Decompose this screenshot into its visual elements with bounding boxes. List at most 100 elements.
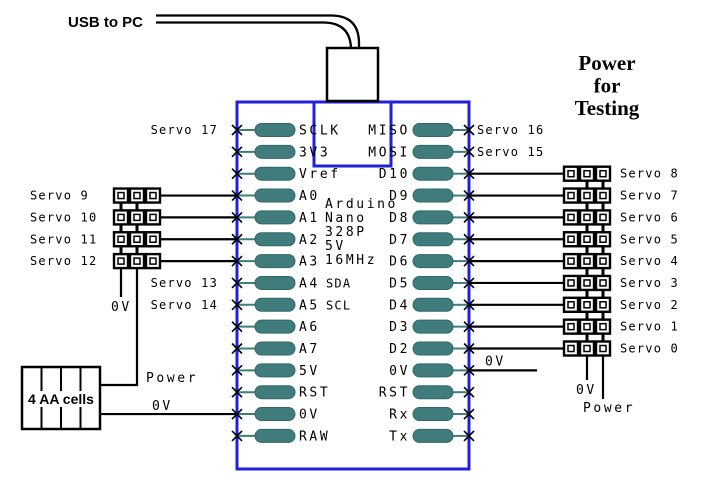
header-pad-hole — [149, 213, 157, 222]
pin-right-d4-label: D4 — [389, 298, 410, 313]
header-pad-hole — [583, 257, 591, 265]
connection-x-mark — [231, 168, 243, 180]
header-pad-hole — [117, 235, 125, 243]
pin-right-rst-label: RST — [379, 386, 410, 401]
pin-pad — [412, 188, 454, 203]
pin-pad — [254, 385, 296, 400]
left-header-power-rail — [100, 268, 139, 387]
pin-pad — [254, 232, 296, 247]
connection-x-mark — [231, 386, 243, 398]
connection-x-mark — [463, 168, 475, 180]
header-pad-hole — [599, 301, 607, 309]
connection-x-mark — [463, 386, 475, 398]
pin-left-5v-label: 5V — [299, 364, 320, 379]
pin-pad — [254, 166, 296, 181]
pin-pad — [412, 210, 454, 225]
header-pad-hole — [117, 213, 125, 222]
pin-pad — [254, 123, 296, 137]
header-pad-hole — [583, 169, 591, 178]
connection-x-mark — [231, 211, 243, 223]
pin-pad — [254, 428, 296, 443]
board-name-text: 5V — [325, 239, 346, 254]
servo-label-right: Servo 16 — [477, 123, 544, 137]
power-for-testing-heading-line: Power — [578, 51, 635, 75]
pin-a5-sub-label: SCL — [326, 298, 351, 312]
pin-left-a4-label: A4 — [299, 276, 320, 291]
header-pad-hole — [567, 257, 575, 265]
header-pad-hole — [599, 279, 607, 287]
connection-x-mark — [463, 299, 475, 311]
usb-cable-line — [156, 21, 353, 51]
pin-pad — [254, 254, 296, 269]
connection-x-mark — [231, 189, 243, 202]
pin-pad — [254, 297, 296, 312]
pin-left-3v3-label: 3V3 — [299, 145, 330, 160]
header-pad-hole — [583, 301, 591, 309]
header-pad-hole — [567, 191, 575, 200]
header-pad-hole — [149, 191, 157, 200]
right-zero-v-stub-label: 0V — [485, 354, 506, 369]
connection-x-mark — [463, 408, 475, 420]
pin-left-a5-label: A5 — [299, 298, 320, 313]
right-header-power-label: Power — [583, 401, 635, 416]
servo-label-left: Servo 14 — [151, 298, 218, 312]
connection-x-mark — [463, 321, 475, 333]
pin-left-a2-label: A2 — [299, 233, 320, 248]
pin-left-a6-label: A6 — [299, 320, 320, 335]
servo-label-right: Servo 0 — [620, 342, 679, 356]
connection-x-mark — [463, 189, 475, 202]
servo-label-right: Servo 5 — [620, 232, 679, 246]
header-pad-hole — [567, 235, 575, 243]
servo-label-left: Servo 11 — [30, 232, 97, 246]
pin-right-d9-label: D9 — [389, 189, 410, 204]
pin-right-d6-label: D6 — [389, 255, 410, 270]
battery-ground-label: 0V — [152, 399, 173, 414]
pin-left-rst-label: RST — [299, 386, 330, 401]
header-pad-hole — [567, 279, 575, 287]
pin-pad — [412, 297, 454, 312]
pin-pad — [412, 166, 454, 181]
header-pad-hole — [599, 169, 607, 178]
servo-label-left: Servo 13 — [151, 276, 218, 290]
pin-right-miso-label: MISO — [368, 124, 410, 139]
connection-x-mark — [231, 321, 243, 333]
pin-left-vref-label: Vref — [299, 167, 341, 182]
battery-label: 4 AA cells — [28, 391, 94, 407]
header-pad-hole — [567, 301, 575, 309]
connection-x-mark — [231, 408, 243, 420]
header-pad-hole — [599, 257, 607, 265]
pin-right-d7-label: D7 — [389, 233, 410, 248]
header-pad-hole — [133, 257, 141, 265]
header-pad-hole — [583, 322, 591, 331]
pin-left-a3-label: A3 — [299, 255, 320, 270]
connection-x-mark — [231, 124, 243, 136]
board-name-text: 16MHz — [325, 253, 377, 268]
right-header-ground-label: 0V — [576, 383, 597, 398]
servo-label-right: Servo 7 — [620, 189, 679, 203]
header-pad-hole — [567, 169, 575, 178]
pin-right-0v-label: 0V — [389, 364, 410, 379]
servo-label-right: Servo 6 — [620, 210, 679, 224]
header-pad-hole — [133, 235, 141, 243]
pin-pad — [412, 232, 454, 247]
servo-label-left: Servo 9 — [30, 189, 89, 203]
usb-to-pc-label: USB to PC — [68, 14, 143, 31]
connection-x-mark — [231, 364, 243, 376]
header-pad-hole — [583, 213, 591, 222]
usb-connector — [325, 46, 380, 103]
battery-label-backdrop — [27, 391, 95, 407]
header-pad-hole — [599, 235, 607, 243]
connection-x-mark — [463, 277, 475, 289]
pin-right-tx-label: Tx — [389, 429, 410, 444]
header-pad-hole — [117, 191, 125, 200]
pin-right-d10-label: D10 — [379, 167, 410, 182]
servo-label-right: Servo 15 — [477, 145, 544, 159]
pin-right-mosi-label: MOSI — [368, 145, 410, 160]
pin-pad — [412, 144, 454, 159]
pin-pad — [412, 254, 454, 269]
header-pad-hole — [583, 279, 591, 287]
pin-left-a1-label: A1 — [299, 211, 320, 226]
connection-x-mark — [231, 255, 243, 267]
